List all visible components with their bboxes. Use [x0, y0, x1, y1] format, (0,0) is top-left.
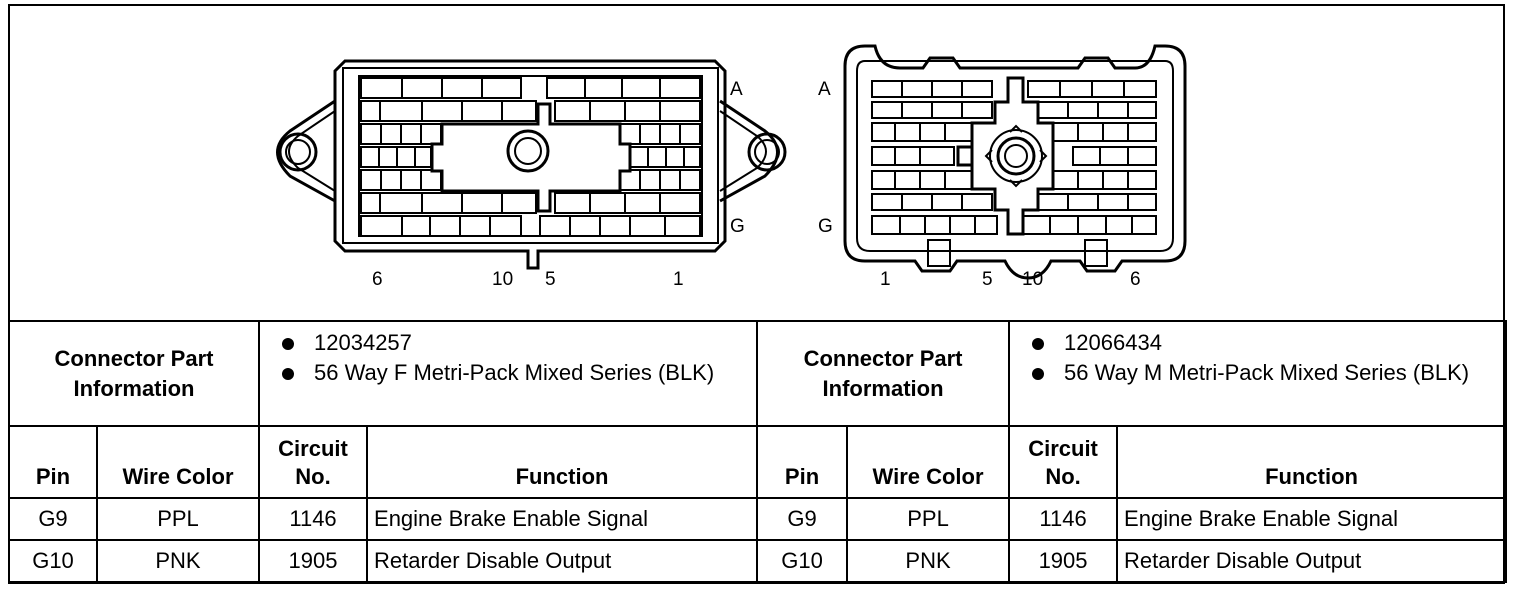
- col-header-circuit: Circuit No.: [258, 425, 369, 499]
- col-header-function: Function: [1116, 425, 1508, 499]
- conn1-col-label-5: 5: [545, 269, 556, 290]
- function-cell: Retarder Disable Output: [1116, 539, 1508, 583]
- wire-color-cell: PNK: [846, 539, 1011, 583]
- conn1-col-label-6: 6: [372, 269, 383, 290]
- conn2-col-label-1: 1: [880, 269, 891, 290]
- conn2-part-number: 12066434: [1032, 328, 1497, 358]
- conn1-part-info: 12034257 56 Way F Metri-Pack Mixed Serie…: [258, 320, 759, 427]
- conn1-col-label-1: 1: [673, 269, 684, 290]
- conn2-part-info: 12066434 56 Way M Metri-Pack Mixed Serie…: [1008, 320, 1508, 427]
- conn1-part-number: 12034257: [282, 328, 748, 358]
- circuit-cell: 1146: [1008, 497, 1119, 541]
- pinout-table: Connector Part Information 12034257 56 W…: [7, 320, 1508, 583]
- conn2-col-label-5: 5: [982, 269, 993, 290]
- conn2-col-label-6: 6: [1130, 269, 1141, 290]
- wire-color-cell: PPL: [846, 497, 1011, 541]
- pin-cell: G9: [8, 497, 98, 541]
- col-header-function: Function: [366, 425, 759, 499]
- connector-female-drawing: [276, 59, 787, 270]
- function-cell: Retarder Disable Output: [366, 539, 759, 583]
- conn1-row-label-top: A: [730, 79, 743, 100]
- conn2-row-label-bottom: G: [818, 216, 833, 237]
- wire-color-cell: PPL: [95, 497, 261, 541]
- conn2-col-label-10: 10: [1022, 269, 1043, 290]
- conn1-part-description: 56 Way F Metri-Pack Mixed Series (BLK): [282, 358, 748, 388]
- function-cell: Engine Brake Enable Signal: [366, 497, 759, 541]
- conn1-row-label-bottom: G: [730, 216, 745, 237]
- conn1-section-title: Connector Part Information: [7, 320, 261, 427]
- col-header-pin: Pin: [8, 425, 98, 499]
- conn1-col-label-10: 10: [492, 269, 513, 290]
- connector-male-drawing: [843, 44, 1187, 280]
- table-row: G9 PPL 1146 Engine Brake Enable Signal G…: [8, 497, 1508, 541]
- conn2-part-description: 56 Way M Metri-Pack Mixed Series (BLK): [1032, 358, 1497, 388]
- conn2-section-title: Connector Part Information: [756, 320, 1011, 427]
- circuit-cell: 1905: [258, 539, 369, 583]
- circuit-cell: 1146: [258, 497, 369, 541]
- connector-info-row: Connector Part Information 12034257 56 W…: [7, 320, 1508, 427]
- col-header-circuit: Circuit No.: [1008, 425, 1119, 499]
- pin-cell: G10: [8, 539, 98, 583]
- pin-cell: G9: [756, 497, 849, 541]
- diagram-frame: [8, 4, 1505, 584]
- col-header-wire-color: Wire Color: [846, 425, 1011, 499]
- circuit-cell: 1905: [1008, 539, 1119, 583]
- conn2-row-label-top: A: [818, 79, 831, 100]
- wire-color-cell: PNK: [95, 539, 261, 583]
- function-cell: Engine Brake Enable Signal: [1116, 497, 1508, 541]
- col-header-pin: Pin: [756, 425, 849, 499]
- col-header-wire-color: Wire Color: [95, 425, 261, 499]
- pin-cell: G10: [756, 539, 849, 583]
- connector-diagrams: A G 6 10 5 1: [10, 6, 1505, 321]
- column-header-row: Pin Wire Color Circuit No. Function Pin …: [8, 425, 1508, 499]
- table-row: G10 PNK 1905 Retarder Disable Output G10…: [8, 539, 1508, 583]
